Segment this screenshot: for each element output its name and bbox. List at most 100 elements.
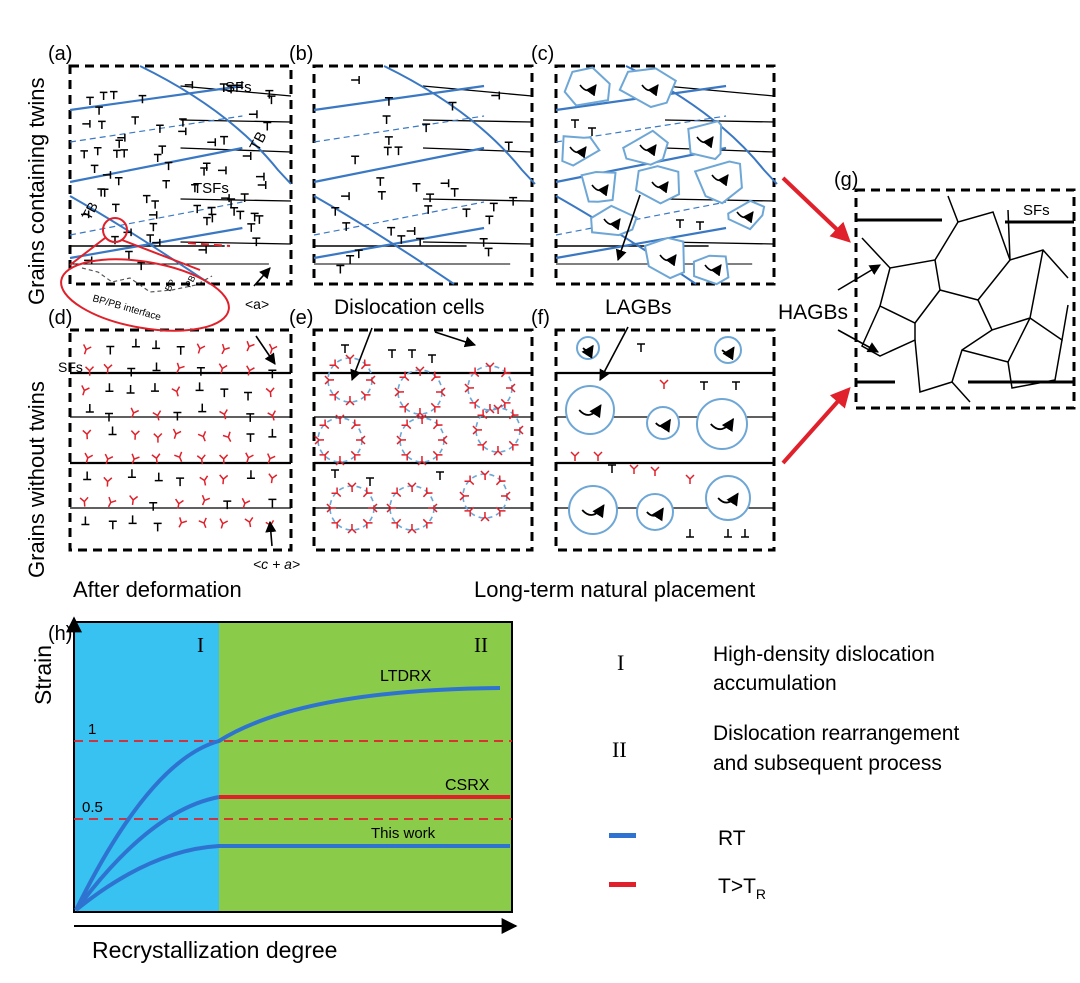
cell-wall-dislocation bbox=[396, 435, 407, 445]
red-dislocation-symbol bbox=[219, 409, 228, 420]
subgrain-cell bbox=[687, 120, 723, 161]
label-bp: BP bbox=[163, 278, 177, 293]
dislocation-symbol bbox=[125, 250, 133, 260]
dislocation-symbol bbox=[341, 192, 350, 201]
cell-wall-dislocation bbox=[386, 503, 397, 513]
high-angle-grain-boundary bbox=[1007, 209, 1011, 261]
red-dislocation-symbol bbox=[197, 431, 207, 442]
cell-wall-dislocation bbox=[407, 523, 417, 534]
rotation-arrow bbox=[581, 344, 594, 359]
dislocation-symbol bbox=[193, 204, 202, 214]
rotation-arrow bbox=[639, 144, 657, 157]
red-dislocation-symbol bbox=[84, 452, 94, 463]
subgrain-cell bbox=[618, 67, 678, 109]
high-angle-grain-boundary bbox=[951, 381, 971, 403]
dislocation-symbol bbox=[377, 191, 386, 200]
red-dislocation-symbol bbox=[82, 429, 92, 440]
panel-g-frame bbox=[854, 188, 1076, 410]
dislocation-symbol bbox=[178, 127, 187, 136]
red-dislocation-symbol bbox=[246, 365, 255, 376]
red-dislocation-symbol bbox=[103, 476, 113, 487]
dislocation-symbol bbox=[428, 354, 436, 363]
cell-wall-dislocation bbox=[401, 450, 412, 461]
dislocation-symbol bbox=[112, 203, 120, 213]
transition-arrow-lower bbox=[781, 387, 851, 465]
dislocation-symbol bbox=[223, 500, 232, 510]
dislocation-symbol bbox=[424, 205, 433, 214]
dislocation-symbol bbox=[146, 234, 155, 243]
dislocation-symbol bbox=[236, 210, 245, 220]
series-line-this-work bbox=[74, 844, 510, 912]
dislocation-symbol bbox=[102, 171, 112, 179]
dislocation-symbol bbox=[156, 124, 164, 133]
cell-wall-dislocation bbox=[430, 371, 441, 382]
panel-label-g: (g) bbox=[834, 169, 858, 191]
dislocation-symbol bbox=[504, 141, 513, 151]
cell-wall-dislocation bbox=[417, 455, 427, 466]
rotation-arrow bbox=[655, 418, 671, 433]
dislocation-symbol bbox=[268, 369, 277, 379]
label-sfs-d: SFs bbox=[58, 359, 83, 375]
cell-wall-dislocation bbox=[464, 383, 475, 393]
dislocation-symbol bbox=[448, 101, 457, 111]
dislocation-symbol bbox=[81, 210, 90, 219]
dislocation-symbol bbox=[207, 138, 217, 147]
dislocation-symbol bbox=[268, 498, 277, 508]
dislocation-symbol bbox=[127, 367, 136, 377]
legend-text-stage-one-line2: accumulation bbox=[713, 672, 837, 695]
dislocation-symbol bbox=[98, 120, 106, 129]
dislocation-symbol bbox=[383, 146, 392, 156]
callout-leader-left bbox=[69, 237, 106, 266]
dislocation-symbol bbox=[376, 177, 385, 186]
dislocation-symbol bbox=[153, 522, 162, 532]
dislocation-symbol bbox=[208, 213, 217, 223]
dislocation-symbol bbox=[450, 188, 459, 197]
panel-b-frame bbox=[312, 64, 534, 286]
panel-d-frame bbox=[68, 328, 293, 552]
panel-a-twinned-deformed bbox=[69, 65, 292, 285]
dislocation-symbol bbox=[588, 127, 596, 136]
dislocation-symbol bbox=[162, 180, 170, 189]
dislocation-symbol bbox=[382, 115, 391, 125]
dislocation-symbol bbox=[331, 206, 340, 216]
label-ca-type: <c + a> bbox=[253, 556, 300, 572]
dislocation-symbol bbox=[252, 237, 261, 247]
dislocation-symbol bbox=[384, 136, 393, 145]
rotation-arrow bbox=[591, 184, 609, 197]
red-dislocation-symbol bbox=[131, 453, 140, 464]
cell-wall-dislocation bbox=[422, 518, 433, 529]
red-dislocation-symbol bbox=[172, 428, 182, 439]
cell-wall-dislocation bbox=[477, 409, 488, 420]
rotation-arrow bbox=[578, 404, 602, 419]
panel-f-untwinned-lagbs bbox=[556, 336, 774, 538]
red-dislocation-symbol bbox=[221, 343, 230, 355]
dislocation-symbol bbox=[265, 89, 274, 99]
high-angle-grain-boundary bbox=[1007, 339, 1063, 389]
y-axis-label: Strain bbox=[30, 645, 56, 705]
reference-line-label: 1 bbox=[88, 721, 96, 738]
dislocation-symbol bbox=[108, 426, 117, 436]
dislocation-symbol bbox=[485, 215, 494, 225]
dislocation-symbol bbox=[97, 188, 105, 197]
twin-stacking-fault bbox=[555, 201, 727, 236]
red-dislocation-symbol bbox=[570, 451, 580, 461]
dislocation-symbol bbox=[198, 246, 207, 254]
cell-wall-dislocation bbox=[319, 450, 330, 461]
dislocation-symbol bbox=[217, 166, 227, 175]
dislocation-symbol bbox=[422, 123, 431, 133]
cell-wall-dislocation bbox=[501, 491, 511, 501]
red-dislocation-symbol bbox=[104, 453, 114, 465]
cell-wall-dislocation bbox=[345, 354, 355, 365]
red-dislocation-symbol bbox=[245, 452, 254, 463]
stage-two-region bbox=[219, 622, 512, 912]
dislocation-symbol bbox=[179, 118, 187, 127]
dislocation-symbol bbox=[154, 472, 163, 482]
cell-wall-dislocation bbox=[399, 402, 410, 413]
dislocation-symbol bbox=[436, 471, 444, 480]
dislocation-symbol bbox=[111, 235, 119, 245]
panel-label-h: (h) bbox=[48, 623, 72, 645]
dislocation-symbol bbox=[158, 145, 167, 154]
legend-symbol-stage-one: I bbox=[617, 650, 624, 675]
twin-stacking-fault bbox=[69, 115, 243, 143]
